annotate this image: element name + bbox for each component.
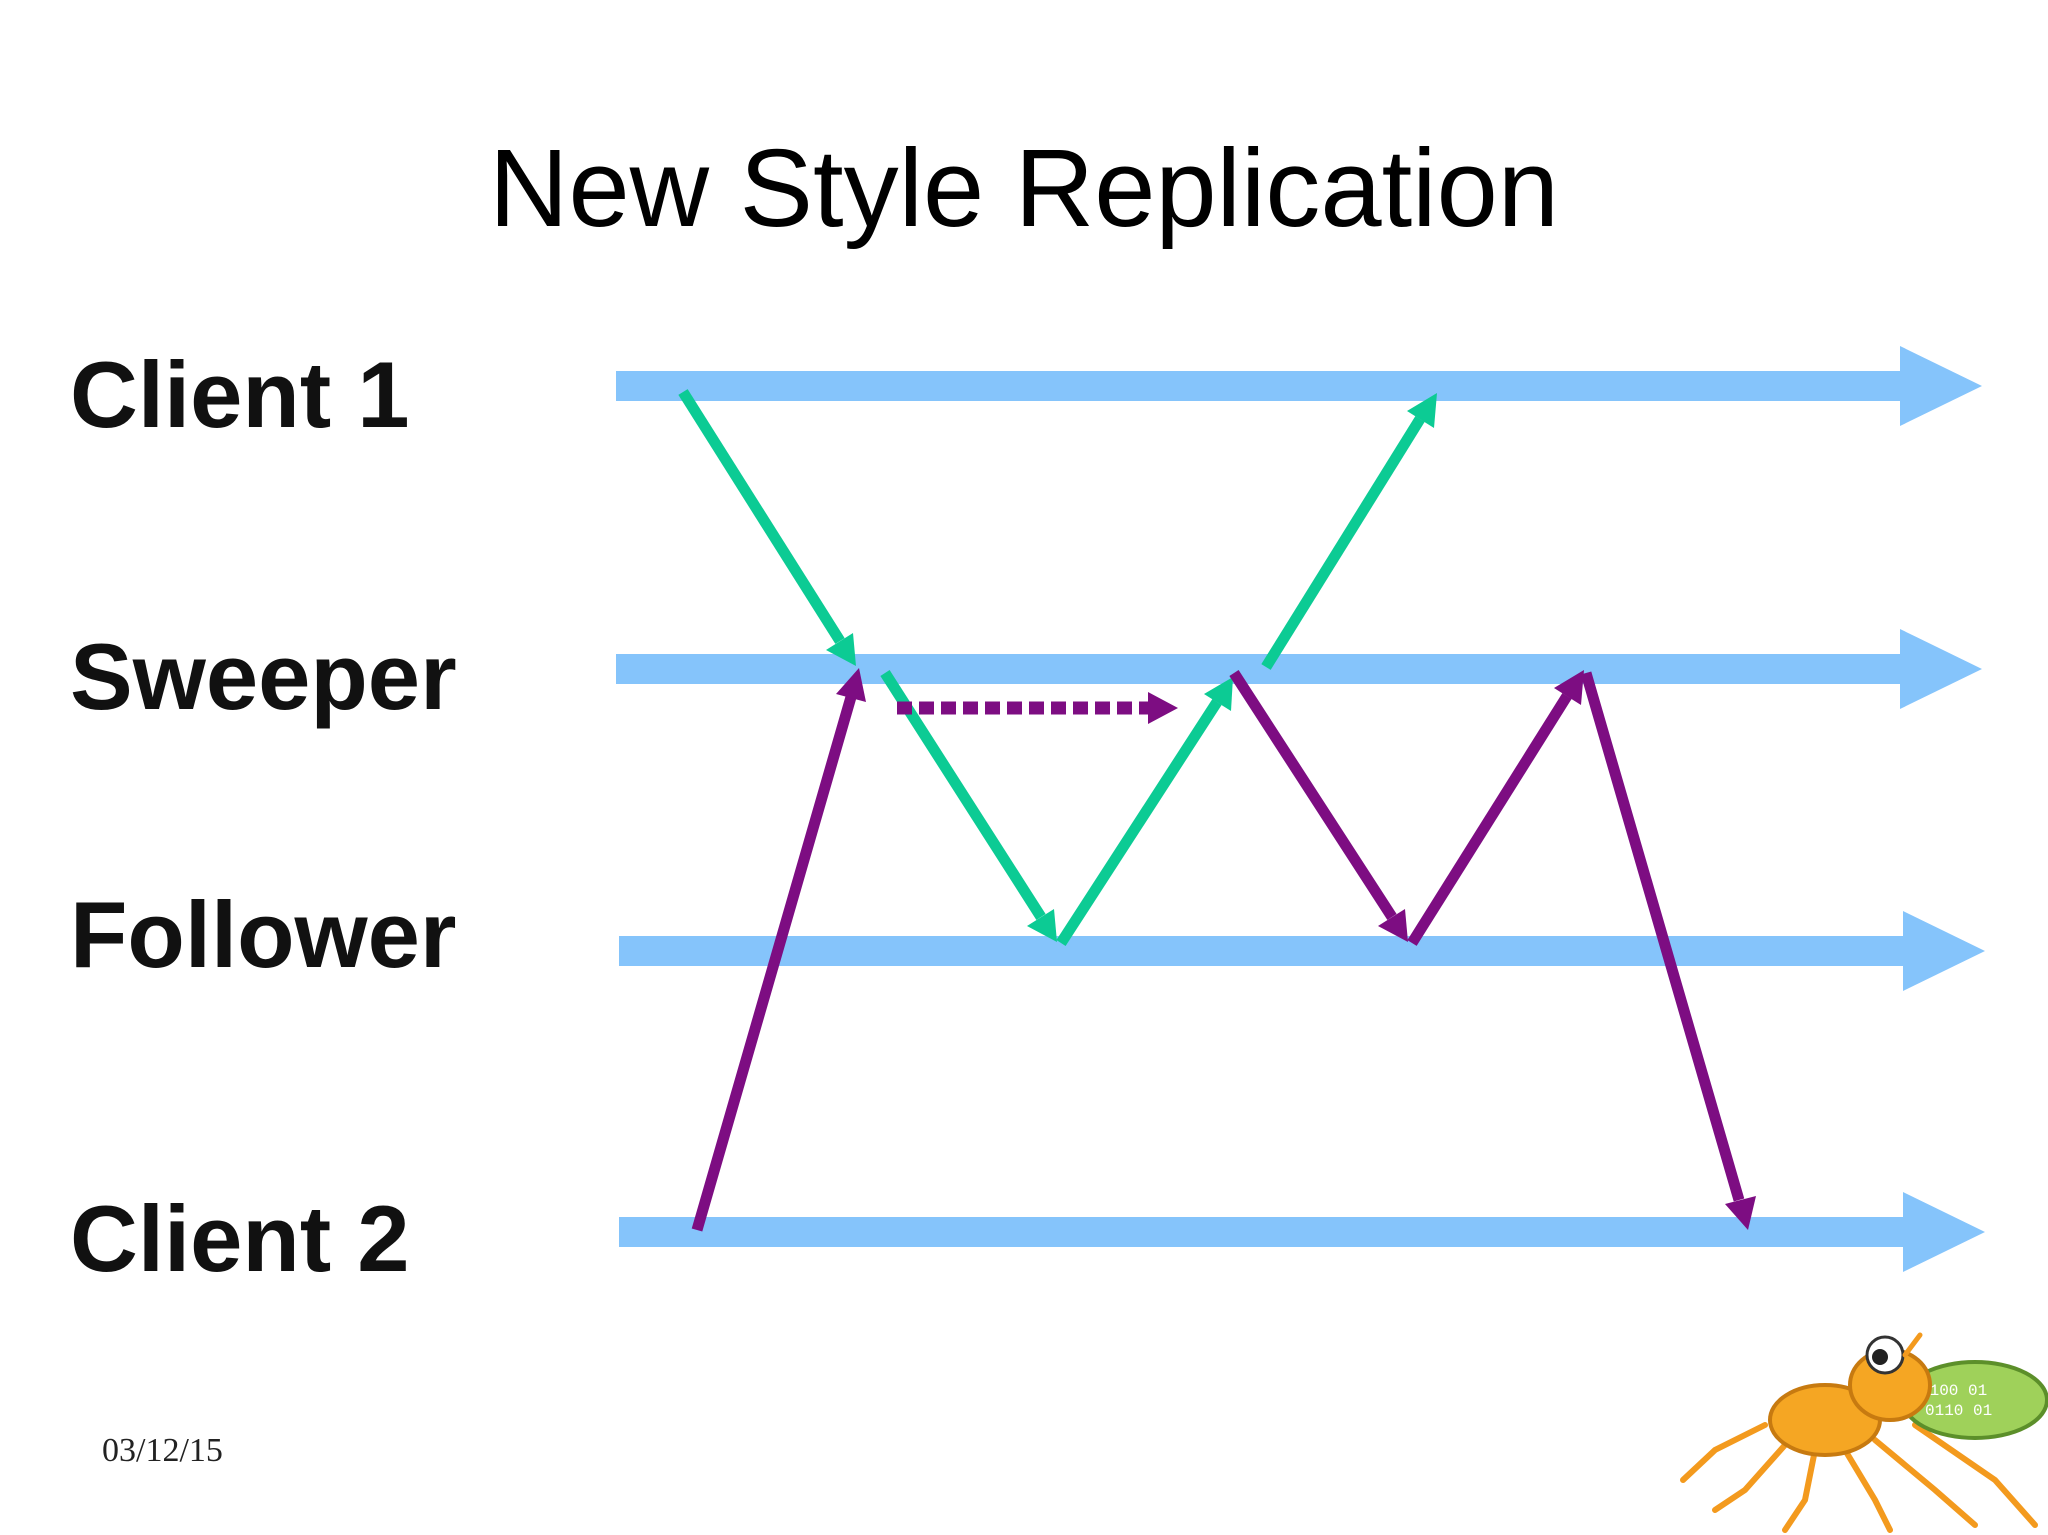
message-follower-to-sweeper-1 xyxy=(1056,677,1233,946)
lane-label-client-2: Client 2 xyxy=(70,1186,410,1291)
svg-text:0100 01: 0100 01 xyxy=(1920,1382,1987,1400)
slide-title: New Style Replication xyxy=(489,127,1559,250)
message-client2-to-sweeper xyxy=(691,668,866,1232)
lane-follower xyxy=(619,911,1985,991)
lane-client-1 xyxy=(616,346,1982,426)
message-sweeper-to-follower-2 xyxy=(1229,670,1408,942)
lane-label-follower: Follower xyxy=(70,882,457,987)
slide-date: 03/12/15 xyxy=(102,1432,223,1469)
message-sweeper-to-client2 xyxy=(1580,671,1756,1230)
message-sweeper-dashed xyxy=(897,692,1178,724)
message-follower-to-sweeper-2 xyxy=(1407,670,1584,946)
message-sweeper-to-client1 xyxy=(1261,393,1437,670)
lane-label-sweeper: Sweeper xyxy=(70,624,457,729)
message-client1-to-sweeper xyxy=(678,389,856,666)
svg-text:0110 01: 0110 01 xyxy=(1925,1402,1992,1420)
lane-sweeper xyxy=(616,629,1982,709)
lane-label-client-1: Client 1 xyxy=(70,342,410,447)
lane-client-2 xyxy=(619,1192,1985,1272)
ant-mascot-icon: 0100 01 0110 01 xyxy=(1680,1332,2048,1533)
